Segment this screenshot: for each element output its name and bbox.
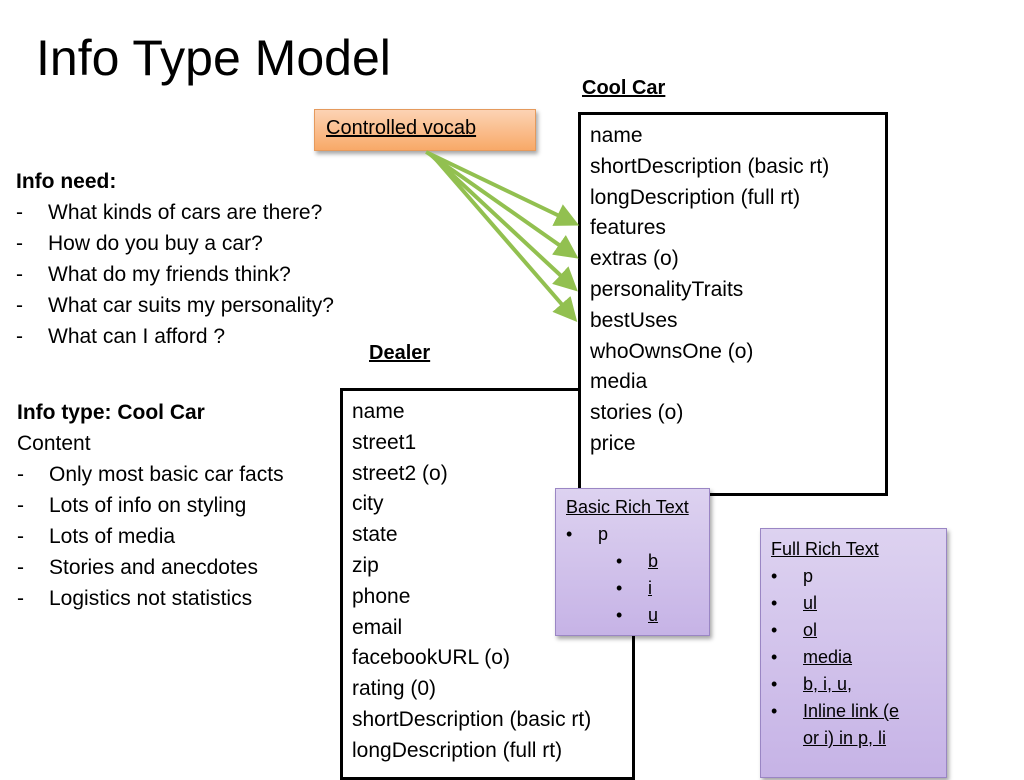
arrow-to-extras [426,151,579,259]
full-rich-text-item: ul [771,590,946,617]
info-type-item: Lots of info on styling [17,490,284,521]
dealer-title: Dealer [369,342,431,364]
cool-car-field: features [590,216,666,240]
cool-car-field: longDescription (full rt) [590,185,801,209]
slide-title: Info Type Model [36,30,391,86]
cool-car-field: shortDescription (basic rt) [590,154,830,178]
arrow-to-features [425,150,580,226]
dealer-field: zip [352,553,379,577]
info-type-item: Lots of media [17,521,284,552]
dealer-field: street1 [352,430,417,454]
cool-car-field: whoOwnsOne (o) [590,339,754,363]
info-need-item: What do my friends think? [16,259,334,290]
basic-rich-text-list: p b i u [566,521,709,629]
dealer-field: phone [352,584,411,608]
dealer-field: facebookURL (o) [352,646,510,670]
dealer-field: email [352,615,403,639]
info-type-item: Logistics not statistics [17,583,284,614]
info-need-item: How do you buy a car? [16,228,334,259]
info-need-item: What can I afford ? [16,321,334,352]
info-need-list: What kinds of cars are there? How do you… [16,197,334,352]
basic-rich-text-sub-item: i [566,575,709,602]
cool-car-field: bestUses [590,308,678,332]
controlled-vocab-box: Controlled vocab [314,109,536,151]
full-rich-text-item: p [771,563,946,590]
basic-rich-text-item-label: p [598,524,609,544]
dealer-field-list: name street1 street2 (o) city state zip … [352,397,632,767]
full-rich-text-title: Full Rich Text [771,539,879,559]
full-rich-text-item: Inline link (e [771,698,946,725]
full-rich-text-list: p ul ol media b, i, u, Inline link (e or… [771,563,946,752]
info-type-block: Info type: Cool Car Content Only most ba… [17,397,284,614]
cool-car-title: Cool Car [582,77,666,99]
cool-car-box: name shortDescription (basic rt) longDes… [578,112,888,496]
dealer-field: city [352,492,384,516]
info-type-heading: Info type: Cool Car [17,401,205,424]
cool-car-field: media [590,370,648,394]
full-rich-text-box: Full Rich Text p ul ol media b, i, u, In… [760,528,947,778]
basic-rich-text-sub-label: u [648,605,659,625]
controlled-vocab-label: Controlled vocab [326,117,477,139]
dealer-field: rating (0) [352,677,437,701]
info-need-item: What car suits my personality? [16,290,334,321]
dealer-field: shortDescription (basic rt) [352,707,592,731]
cool-car-field-list: name shortDescription (basic rt) longDes… [590,121,885,460]
dealer-field: longDescription (full rt) [352,738,563,762]
basic-rich-text-box: Basic Rich Text p b i u [555,488,710,636]
info-need-item: What kinds of cars are there? [16,197,334,228]
info-type-list: Only most basic car facts Lots of info o… [17,459,284,614]
cool-car-field: name [590,124,643,147]
arrow-to-personality-traits [428,152,578,292]
full-rich-text-item-continued: or i) in p, li [803,728,887,748]
dealer-field: street2 (o) [352,461,448,485]
full-rich-text-item: b, i, u, [771,671,946,698]
basic-rich-text-sub-item: b [566,548,709,575]
basic-rich-text-sub-item: u [566,602,709,629]
basic-rich-text-sub-label: b [648,551,659,571]
basic-rich-text-title: Basic Rich Text [566,497,689,517]
info-type-item: Only most basic car facts [17,459,284,490]
basic-rich-text-item: p [566,521,709,548]
cool-car-field: price [590,431,636,455]
info-type-subheading: Content [17,432,91,455]
cool-car-field: extras (o) [590,247,679,271]
info-need-heading: Info need: [16,170,117,193]
dealer-field: name [352,400,405,423]
info-type-item: Stories and anecdotes [17,552,284,583]
arrow-to-best-uses [430,153,578,323]
cool-car-field: stories (o) [590,401,684,425]
info-need-block: Info need: What kinds of cars are there?… [16,166,334,352]
cool-car-field: personalityTraits [590,277,744,301]
full-rich-text-item: media [771,644,946,671]
dealer-field: state [352,523,398,547]
full-rich-text-item: ol [771,617,946,644]
basic-rich-text-sub-label: i [648,578,652,598]
